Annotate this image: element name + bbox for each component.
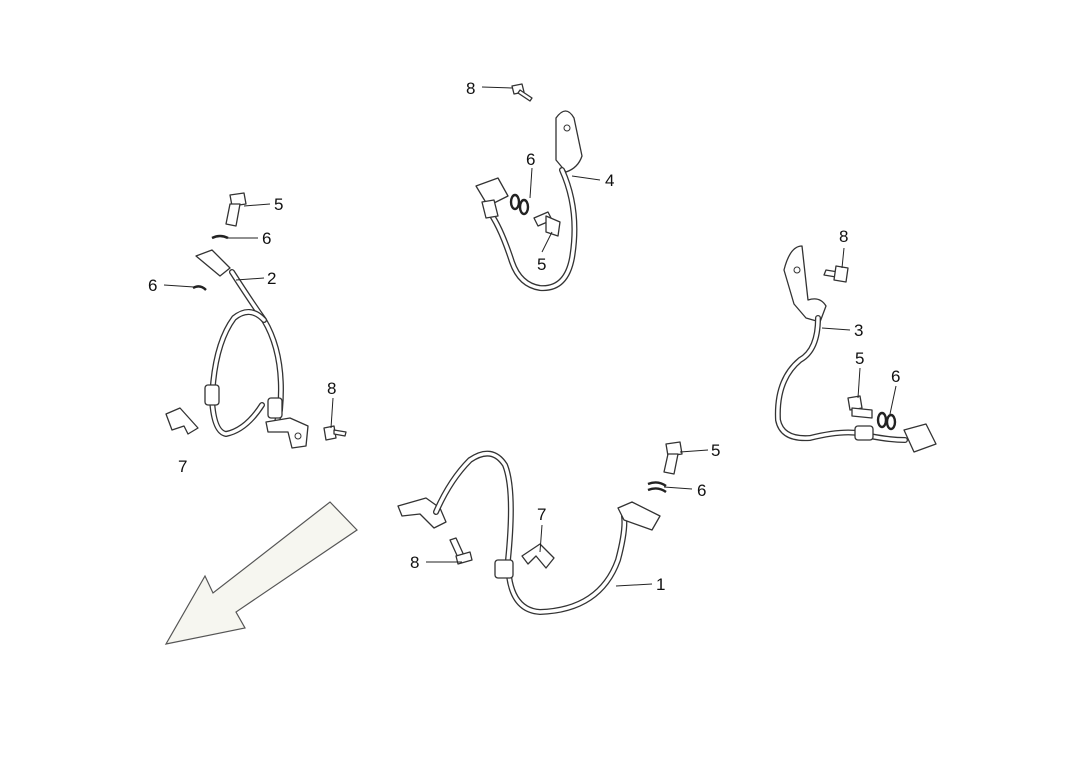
- bracket-1: [397, 497, 447, 529]
- banjo-bolt-5-left: [225, 192, 247, 227]
- callout-6-left-b: 6: [148, 276, 157, 295]
- hose-assembly-4: [475, 83, 583, 292]
- clip-7-bottom: [521, 543, 555, 569]
- hose-assembly-1: [397, 441, 683, 615]
- bolt-8-top: [511, 83, 533, 102]
- seal-ring-6-top-b: [518, 198, 530, 216]
- seal-ring-6-top-a: [509, 193, 521, 211]
- fitting-1: [617, 501, 661, 531]
- seal-ring-6-bottom-b: [647, 487, 667, 493]
- seal-ring-6-left-b: [192, 285, 207, 291]
- callout-8-right: 8: [839, 227, 848, 246]
- callout-8-top: 8: [466, 79, 475, 98]
- seal-ring-6-right-b: [885, 413, 897, 431]
- seal-ring-6-bottom-a: [647, 481, 667, 487]
- callout-5-right: 5: [855, 349, 864, 368]
- callout-8-bottom: 8: [410, 553, 419, 572]
- fitting-3: [903, 423, 937, 453]
- bolt-8-left: [323, 425, 347, 441]
- bracket-4: [555, 110, 583, 173]
- callout-7-bottom: 7: [537, 505, 546, 524]
- clip-7-left: [165, 407, 199, 435]
- callout-labels: 8 6 4 5 5 6 6 2 8 7 8 3 5 6 5 6 7 8 1: [148, 79, 900, 594]
- bolt-8-bottom: [449, 537, 473, 565]
- leader-lines: [163, 86, 897, 587]
- callout-3: 3: [854, 321, 863, 340]
- callout-6-left-a: 6: [262, 229, 271, 248]
- callout-8-left: 8: [327, 379, 336, 398]
- callout-6-bottom: 6: [697, 481, 706, 500]
- seal-ring-6-left-a: [211, 234, 229, 240]
- callout-7-left: 7: [178, 457, 187, 476]
- callout-5-top: 5: [537, 255, 546, 274]
- callout-5-left: 5: [274, 195, 283, 214]
- banjo-bolt-5-bottom: [663, 441, 683, 475]
- bracket-2: [265, 417, 309, 449]
- banjo-bolt-5-top: [533, 211, 561, 237]
- fitting-4: [475, 177, 509, 207]
- callout-6-right: 6: [891, 367, 900, 386]
- hose-assembly-3: [774, 245, 937, 453]
- callout-4: 4: [605, 171, 614, 190]
- fitting-2-top: [195, 249, 231, 277]
- front-direction-arrow: [164, 501, 358, 645]
- callout-6-top: 6: [526, 150, 535, 169]
- callout-5-bottom: 5: [711, 441, 720, 460]
- bracket-3: [783, 245, 827, 323]
- banjo-bolt-5-right: [847, 395, 873, 419]
- callout-2: 2: [267, 269, 276, 288]
- seal-ring-6-right-a: [876, 411, 888, 429]
- callout-1: 1: [656, 575, 665, 594]
- bolt-8-right: [823, 265, 849, 283]
- hose-assembly-2: [165, 192, 347, 449]
